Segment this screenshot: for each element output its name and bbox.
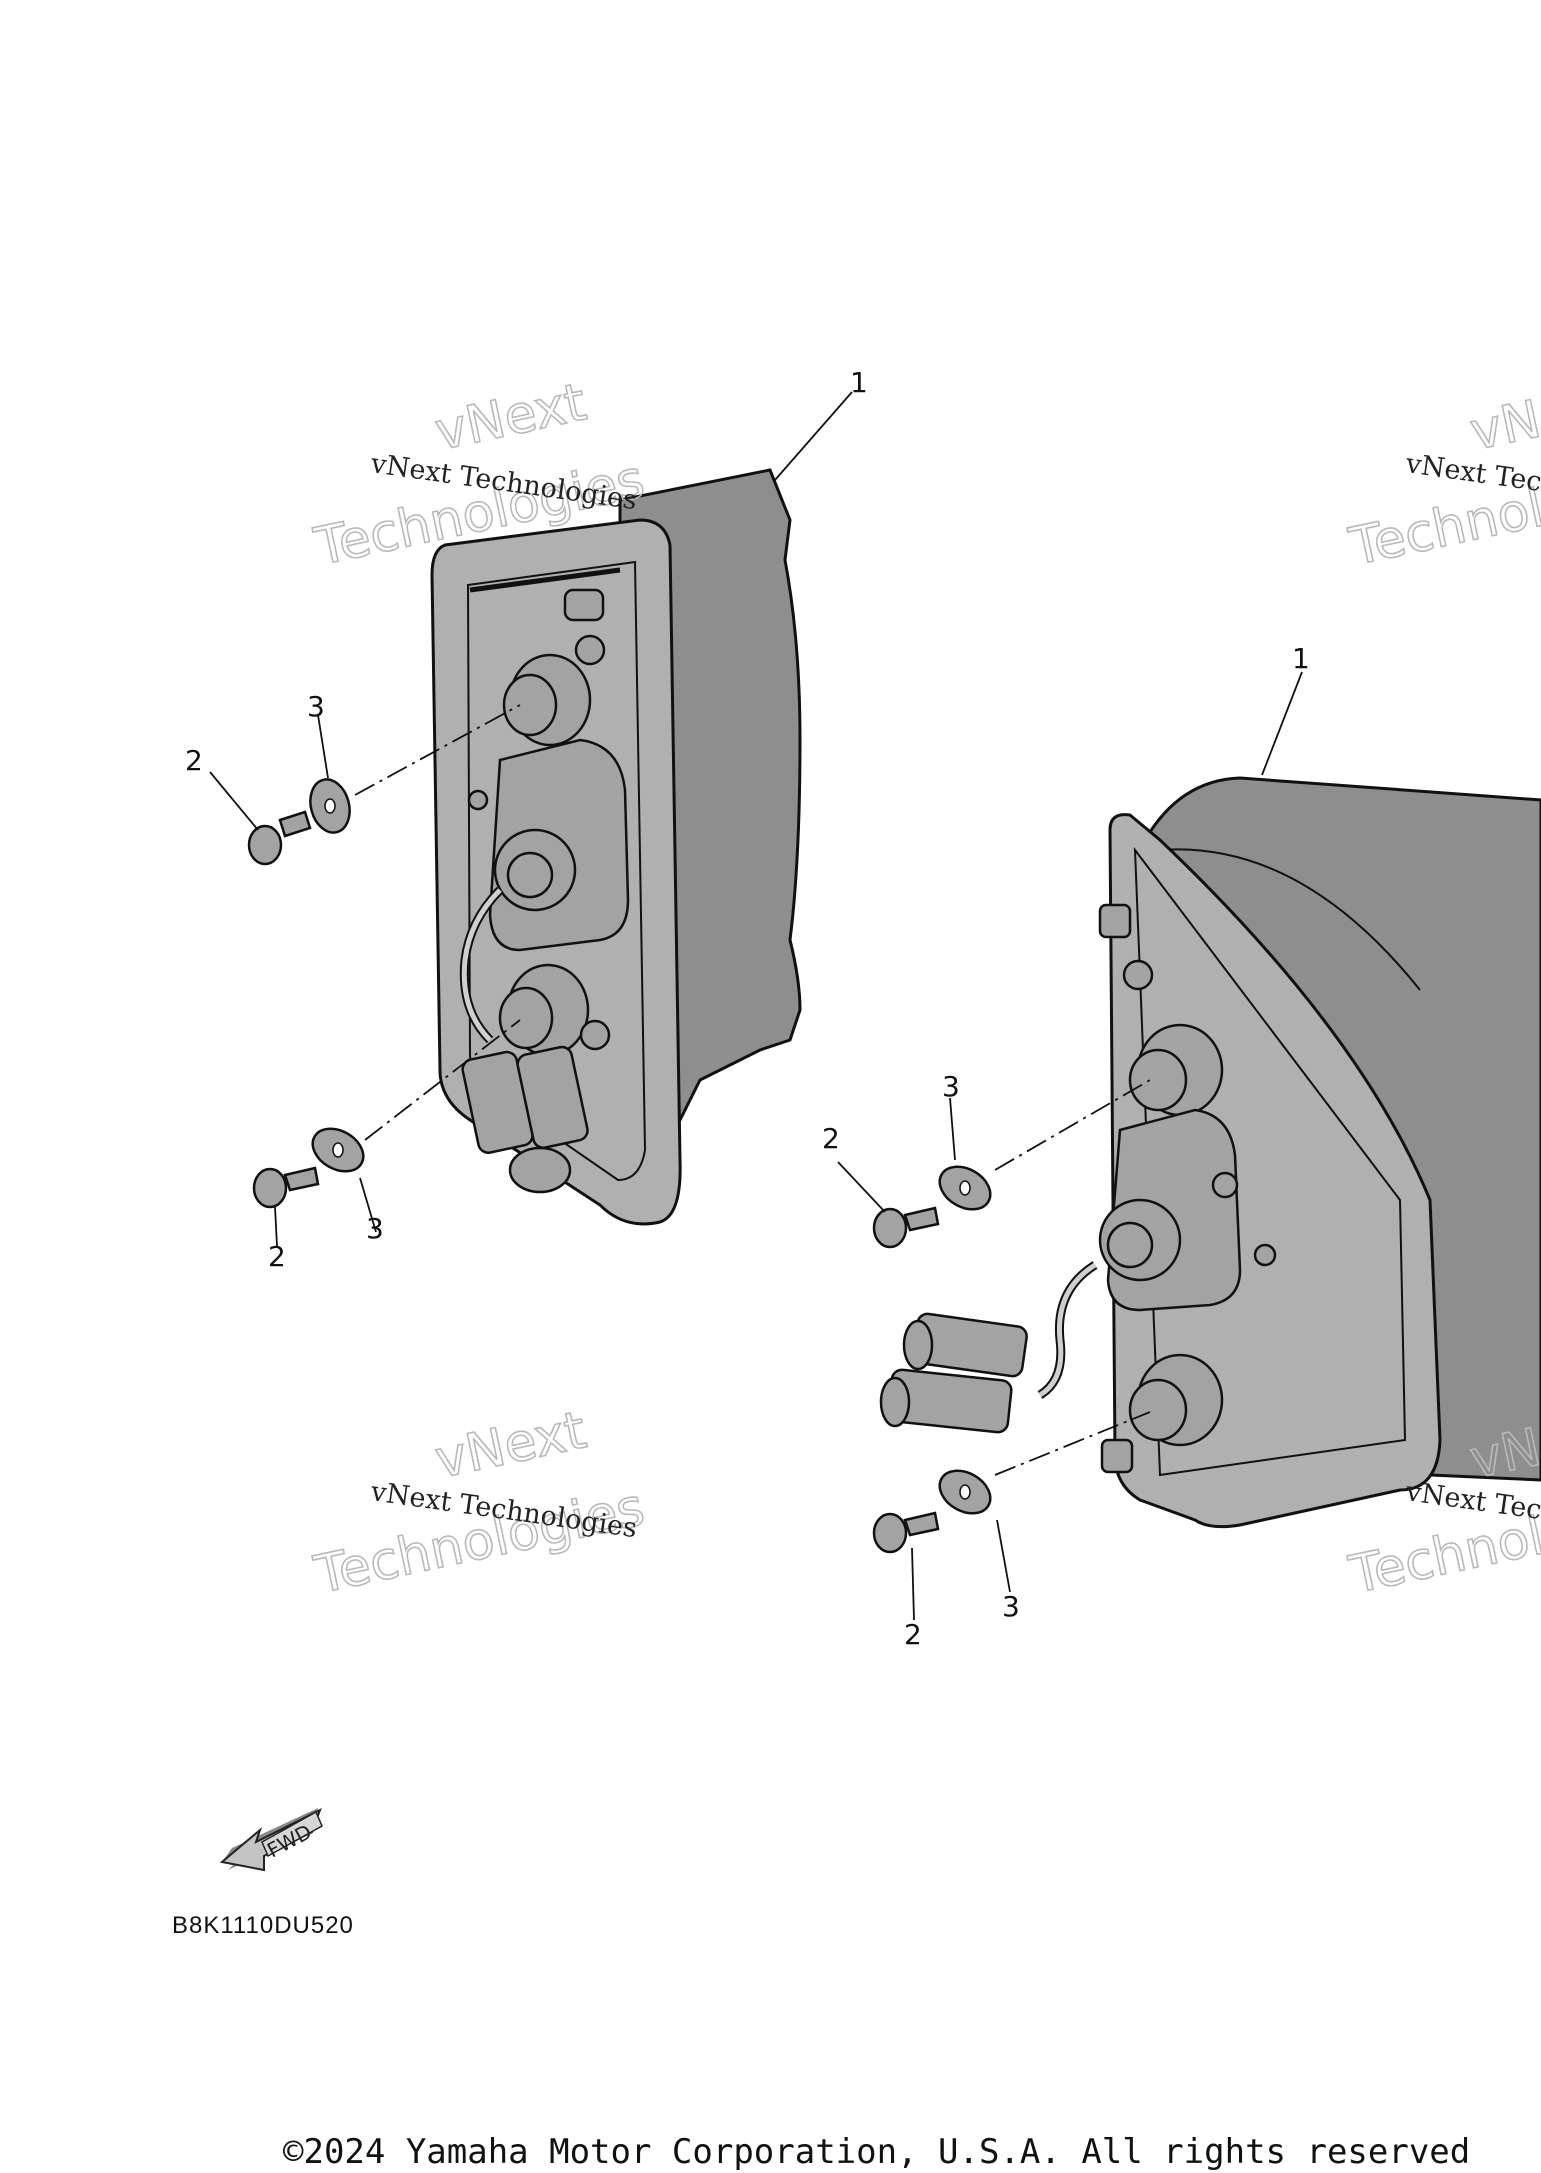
tail-light-left (430, 468, 802, 1226)
callout-2-upper-right: 2 (822, 1122, 840, 1155)
svg-text:vNext: vNext (430, 1400, 591, 1490)
watermark-bottom-left: vNext Technologies vNext Technologies (308, 1400, 650, 1607)
callout-2-lower-left: 2 (268, 1240, 286, 1273)
watermark-top-right: vNext Technologies vNext Technologies (1343, 372, 1541, 579)
callout-3-upper-right: 3 (942, 1070, 960, 1103)
copyright-notice: ©2024 Yamaha Motor Corporation, U.S.A. A… (283, 2132, 1471, 2172)
callout-3-upper-left: 3 (307, 690, 325, 723)
svg-text:vNext: vNext (1465, 372, 1541, 462)
watermark-bottom-right: vNext Technologies vNext Technologies (1343, 1400, 1541, 1607)
screw-top-right (872, 1206, 940, 1249)
callout-2-lower-right: 2 (904, 1618, 922, 1651)
callout-1-right: 1 (1292, 642, 1310, 675)
screw-bottom-left (252, 1166, 320, 1209)
diagram-code: B8K1110DU520 (172, 1912, 354, 1939)
callout-1-left: 1 (850, 366, 868, 399)
screw-bottom-right (872, 1511, 940, 1554)
leader-lines (209, 391, 1303, 1621)
callout-3-lower-right: 3 (1002, 1590, 1020, 1623)
svg-text:vNext: vNext (430, 372, 591, 462)
tail-light-right (879, 776, 1541, 1529)
screw-top-left (247, 810, 312, 866)
callout-2-upper-left: 2 (185, 744, 203, 777)
callout-3-lower-left: 3 (366, 1212, 384, 1245)
fwd-arrow-icon: FWD (219, 1807, 323, 1872)
